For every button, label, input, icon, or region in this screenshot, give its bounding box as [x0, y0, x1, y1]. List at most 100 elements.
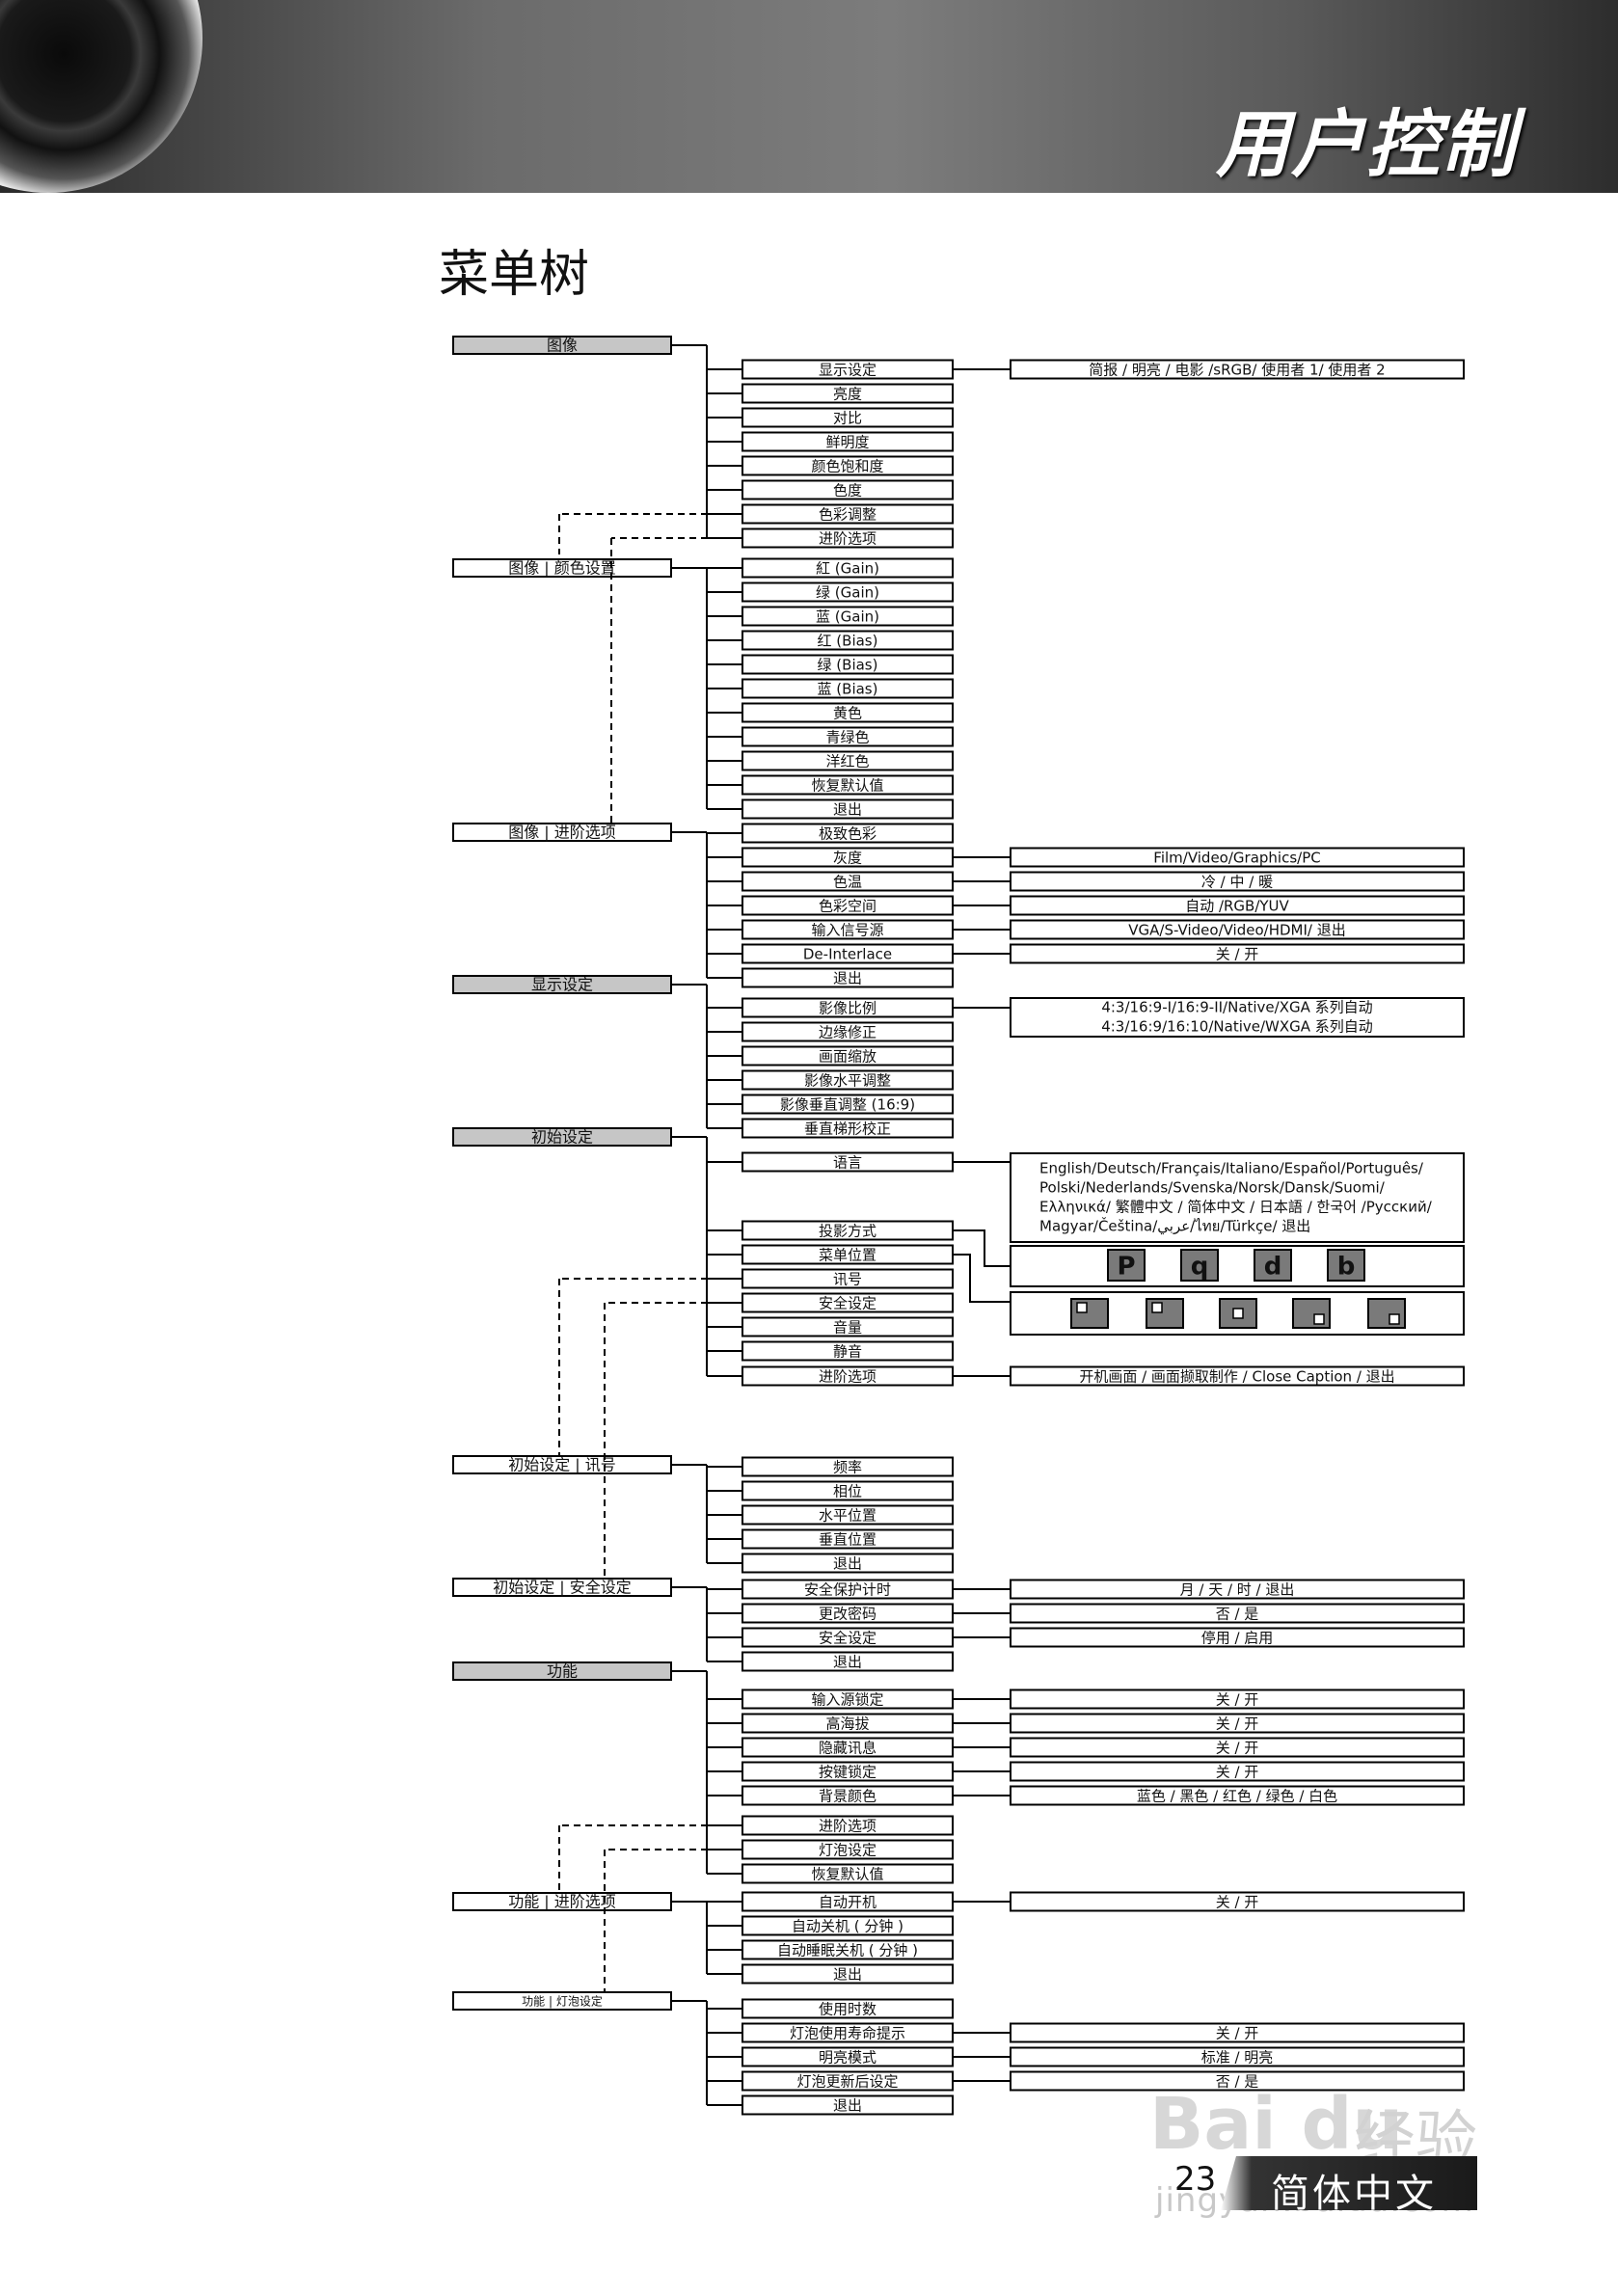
menu-item-label: De-Interlace: [803, 946, 892, 963]
option-box: [1010, 2046, 1465, 2067]
option-box: [1010, 997, 1465, 1038]
menu-item-label: 灰度: [833, 850, 862, 867]
menu-item-label: 相位: [833, 1483, 862, 1500]
menu-item-label: 灯泡更新后设定: [796, 2073, 898, 2091]
menu-location-icon: [1070, 1298, 1109, 1329]
menu-item-box: [742, 726, 954, 747]
option-box: [1010, 1891, 1465, 1912]
option-box: [1010, 1737, 1465, 1758]
menu-item-box: [742, 1528, 954, 1550]
projection-mode-icon: [1107, 1249, 1146, 1282]
menu-item-label: 画面缩放: [819, 1048, 876, 1066]
menu-item-box: [742, 1998, 954, 2019]
option-connector: [953, 1254, 1011, 1303]
menu-item-label: 输入信号源: [811, 922, 883, 939]
menu-item-label: 退出: [833, 1966, 862, 1984]
option-label: 关 / 开: [1216, 1715, 1259, 1733]
menu-item-label: 颜色饱和度: [811, 458, 883, 475]
option-box: [1010, 1785, 1465, 1806]
projection-mode-glyph: q: [1191, 1253, 1209, 1282]
menu-parent-label: 功能 | 灯泡设定: [522, 1994, 603, 2009]
menu-item-box: [742, 431, 954, 452]
menu-item-box: [742, 967, 954, 988]
projection-icons-box: [1010, 1245, 1465, 1287]
menu-item-label: 自动睡眠关机 ( 分钟 ): [777, 1942, 918, 1959]
option-label: 关 / 开: [1216, 1764, 1259, 1781]
menu-item-label: 极致色彩: [819, 825, 876, 843]
menu-item-label: 色彩调整: [819, 506, 876, 524]
header-banner: 用户控制: [0, 0, 1618, 193]
menu-parent-label: 图像 | 进阶选项: [508, 824, 616, 842]
menu-item-label: 灯泡设定: [819, 1842, 876, 1859]
language-tab: [1221, 2156, 1477, 2210]
option-label: 4:3/16:9-I/16:9-II/Native/XGA 系列自动: [1101, 999, 1372, 1016]
option-box: [1010, 2070, 1465, 2092]
watermark-brand: Bai du: [1149, 2083, 1404, 2166]
menu-item-label: 进阶选项: [819, 1368, 876, 1386]
option-label: 否 / 是: [1216, 2073, 1259, 2091]
menu-parent-label: 图像: [547, 337, 578, 355]
menu-location-icon: [1219, 1298, 1257, 1329]
menu-item-label: 隐藏讯息: [819, 1740, 876, 1757]
menu-item-label: 边缘修正: [819, 1024, 876, 1041]
menu-location-marker: [1151, 1302, 1163, 1313]
option-label: 停用 / 启用: [1201, 1630, 1274, 1647]
language-label: 简体中文: [1271, 2172, 1437, 2216]
projection-mode-icon: [1180, 1249, 1219, 1282]
menu-item-label: 自动关机 ( 分钟 ): [792, 1918, 903, 1935]
menu-item-label: 绿 (Bias): [818, 657, 878, 674]
menu-item-label: 按键锁定: [819, 1764, 876, 1781]
menu-item-box: [742, 1069, 954, 1091]
menu-item-label: 恢复默认值: [811, 1866, 883, 1883]
projection-mode-icon: [1327, 1249, 1365, 1282]
menu-item-box: [742, 2094, 954, 2116]
option-box: [1010, 847, 1465, 868]
option-label: 4:3/16:9/16:10/Native/WXGA 系列自动: [1101, 1018, 1373, 1036]
projection-mode-glyph: P: [1117, 1253, 1135, 1282]
menu-item-label: 对比: [833, 410, 862, 427]
menu-item-box: [742, 798, 954, 820]
header-title: 用户控制: [1216, 101, 1517, 187]
option-box: [1010, 1688, 1465, 1710]
menu-item-label: 色度: [833, 482, 862, 500]
menu-item-label: 亮度: [833, 386, 862, 403]
option-label: 标准 / 明亮: [1201, 2049, 1274, 2066]
option-label: 关 / 开: [1216, 946, 1259, 963]
menu-item-label: 退出: [833, 801, 862, 819]
menu-parent-label: 显示设定: [531, 976, 593, 994]
menu-item-box: [742, 1915, 954, 1936]
menu-parent-label: 初始设定: [531, 1128, 593, 1147]
language-option-line: Magyar/Čeština/عربي/ไทย/Türkçe/ 退出: [1039, 1217, 1310, 1236]
menu-item-box: [742, 479, 954, 500]
menu-item-box: [742, 1963, 954, 1985]
menu-location-marker: [1076, 1302, 1088, 1313]
menu-item-box: [742, 823, 954, 844]
menu-item-box: [742, 1504, 954, 1526]
menu-item-label: 进阶选项: [819, 530, 876, 548]
menu-item-label: 恢复默认值: [811, 777, 883, 795]
menu-item-box: [742, 630, 954, 651]
option-label: 简报 / 明亮 / 电影 /sRGB/ 使用者 1/ 使用者 2: [1089, 362, 1385, 379]
menu-item-label: 更改密码: [819, 1606, 876, 1623]
menu-item-label: 红 (Bias): [818, 633, 878, 650]
menu-item-label: 鲜明度: [825, 434, 869, 451]
menu-location-marker: [1232, 1308, 1244, 1319]
option-box: [1010, 2022, 1465, 2043]
option-box: [1010, 871, 1465, 892]
menu-item-label: 退出: [833, 1555, 862, 1573]
menu-item-label: 黄色: [833, 705, 862, 722]
menu-item-label: 水平位置: [819, 1507, 876, 1525]
menu-item-label: 输入源锁定: [811, 1691, 883, 1709]
option-box: [1010, 1713, 1465, 1734]
menu-item-label: 进阶选项: [819, 1818, 876, 1835]
menu-item-box: [742, 1651, 954, 1672]
menu-location-marker: [1313, 1313, 1325, 1325]
projection-mode-icon: [1254, 1249, 1292, 1282]
menu-item-label: 使用时数: [819, 2001, 876, 2018]
menu-item-label: 安全保护计时: [804, 1581, 891, 1599]
menu-item-box: [742, 1480, 954, 1501]
menu-item-label: 洋红色: [825, 753, 869, 770]
menu-item-label: 显示设定: [819, 362, 876, 379]
language-option-line: Polski/Nederlands/Svenska/Norsk/Dansk/Su…: [1039, 1179, 1386, 1197]
